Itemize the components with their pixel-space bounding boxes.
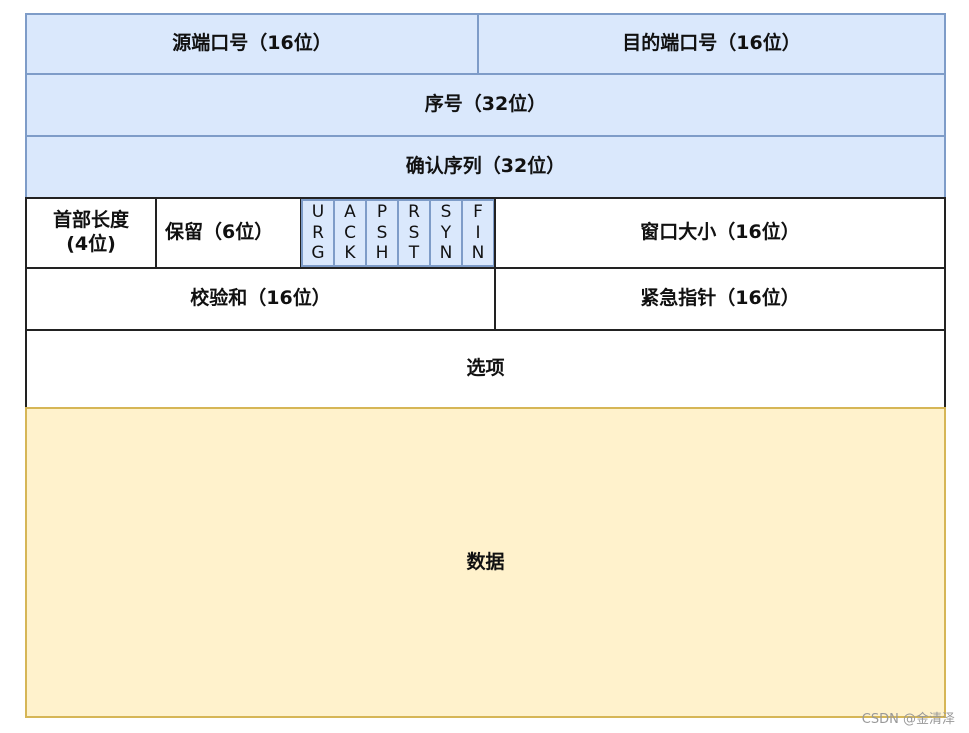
checksum-label: 校验和（16位） [190,287,331,310]
header-length-label: 首部长度 [52,209,129,232]
window-size-label: 窗口大小（16位） [640,221,800,244]
urgent-pointer-field: 紧急指针（16位） [494,267,946,331]
flag-letter: N [439,243,453,264]
sequence-number-label: 序号（32位） [424,93,547,116]
flag-letter: K [344,243,356,264]
flag-letter: A [344,202,356,223]
flag-letter: T [408,243,420,264]
header-length-bits: (4位) [66,233,116,255]
data-field: 数据 [25,407,946,718]
flag-letter: S [408,222,420,243]
flag-letter: G [311,243,325,264]
reserved-label: 保留（6位） [165,221,274,244]
flag-letter: F [473,202,483,223]
flag-letter: S [376,222,388,243]
flag-letter: P [376,202,388,223]
sequence-number-field: 序号（32位） [25,73,946,137]
watermark: CSDN @金清泽 [861,712,955,727]
flag-letter: N [471,243,485,264]
flag-letter: R [312,222,324,243]
flag-letter: S [440,202,452,223]
flag-letter: I [475,222,481,243]
header-length-field: 首部长度 (4位) [25,197,157,269]
window-size-field: 窗口大小（16位） [494,197,946,269]
options-label: 选项 [466,357,505,380]
options-field: 选项 [25,329,946,409]
reserved-field: 保留（6位） [155,197,302,269]
flag-letter: H [375,243,389,264]
destination-port-field: 目的端口号（16位） [477,13,946,75]
ack-number-label: 确认序列（32位） [405,155,566,178]
destination-port-label: 目的端口号（16位） [622,32,801,55]
flag-letter: U [311,202,325,223]
data-label: 数据 [466,550,505,573]
flag-letter: R [408,202,420,223]
source-port-field: 源端口号（16位） [25,13,479,75]
source-port-label: 源端口号（16位） [172,32,332,55]
flag-letter: Y [440,222,452,243]
urgent-pointer-label: 紧急指针（16位） [640,287,800,310]
flag-letter: C [344,222,356,243]
ack-number-field: 确认序列（32位） [25,135,946,199]
checksum-field: 校验和（16位） [25,267,496,331]
